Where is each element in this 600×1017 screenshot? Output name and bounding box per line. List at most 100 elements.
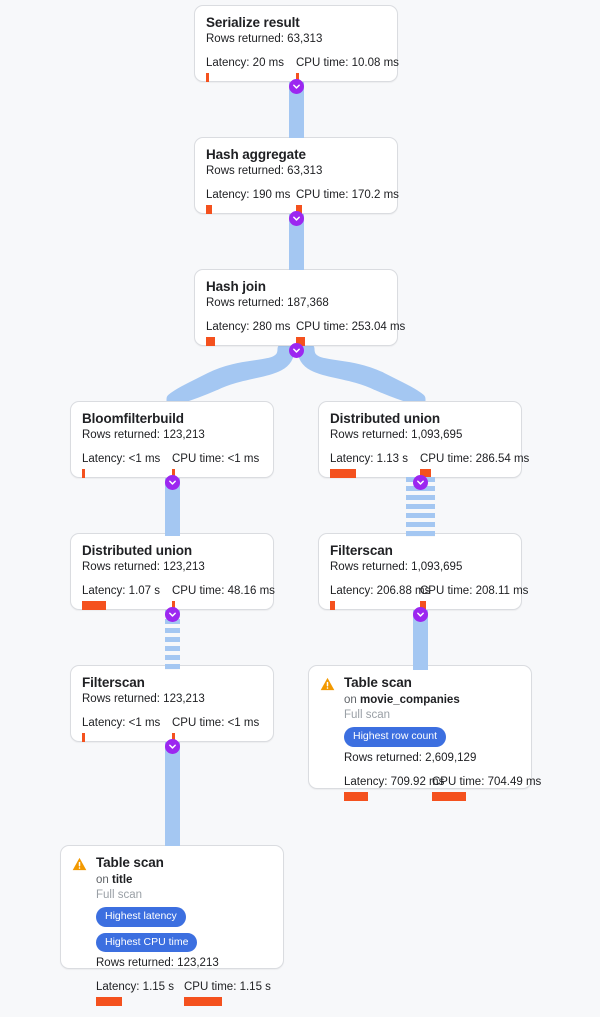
latency-metric: Latency: 1.13 s (330, 452, 420, 478)
chevron-down-icon[interactable] (165, 739, 180, 754)
metrics: Latency: 1.13 s CPU time: 286.54 ms (330, 452, 529, 478)
plan-node-filterscan-left[interactable]: Filterscan Rows returned: 123,213 Latenc… (70, 665, 274, 742)
scan-type: Full scan (96, 889, 143, 901)
plan-node-table-scan-title[interactable]: Table scan on title Full scan Highest la… (60, 845, 284, 1006)
node-body: Rows returned: 1,093,695 Latency: 206.88… (330, 560, 529, 610)
latency-label: Latency: 20 ms (206, 57, 284, 69)
cpu-metric: CPU time: 10.08 ms (296, 56, 399, 82)
latency-label: Latency: 280 ms (206, 321, 291, 333)
cpu-label: CPU time: 208.11 ms (420, 585, 529, 597)
node-header: Table scan (320, 675, 520, 691)
cpu-metric: CPU time: 704.49 ms (432, 775, 541, 801)
cpu-bar (172, 601, 175, 610)
cpu-label: CPU time: 10.08 ms (296, 57, 399, 69)
chevron-down-icon[interactable] (165, 475, 180, 490)
latency-label: Latency: 709.92 ms (344, 775, 445, 788)
chevron-down-icon[interactable] (289, 343, 304, 358)
node-title: Table scan (344, 675, 412, 690)
cpu-bar (420, 469, 431, 478)
cpu-bar (296, 73, 299, 82)
chevron-down-icon[interactable] (413, 475, 428, 490)
node-header: Filterscan (82, 675, 262, 691)
metrics: Latency: 206.88 ms CPU time: 208.11 ms (330, 584, 529, 610)
latency-bar (206, 337, 215, 346)
rows-returned: Rows returned: 63,313 (206, 33, 323, 45)
cpu-label: CPU time: <1 ms (172, 453, 260, 465)
rows-returned: Rows returned: 123,213 (82, 561, 205, 573)
latency-metric: Latency: <1 ms (82, 452, 172, 478)
metrics: Latency: 1.07 s CPU time: 48.16 ms (82, 584, 275, 610)
node-header: Distributed union (330, 411, 510, 427)
latency-bar (96, 997, 122, 1006)
chevron-down-icon[interactable] (289, 211, 304, 226)
latency-label: Latency: 1.15 s (96, 981, 174, 993)
metrics: Latency: <1 ms CPU time: <1 ms (82, 452, 262, 478)
chevron-down-icon[interactable] (413, 607, 428, 622)
cpu-metric: CPU time: 1.15 s (184, 980, 272, 1006)
latency-bar (206, 205, 212, 214)
chevron-down-icon[interactable] (289, 79, 304, 94)
plan-node-distributed-union-left[interactable]: Distributed union Rows returned: 123,213… (70, 533, 275, 610)
rows-returned: Rows returned: 2,609,129 (344, 751, 477, 764)
latency-metric: Latency: 20 ms (206, 56, 296, 82)
rows-returned: Rows returned: 1,093,695 (330, 429, 463, 441)
latency-metric: Latency: 190 ms (206, 188, 296, 214)
cpu-bar (296, 205, 302, 214)
latency-metric: Latency: <1 ms (82, 716, 172, 742)
warning-triangle-icon (72, 857, 87, 871)
latency-bar (330, 469, 356, 478)
node-body: Rows returned: 123,213 Latency: <1 ms CP… (82, 428, 262, 478)
cpu-bar (296, 337, 305, 346)
latency-label: Latency: <1 ms (82, 453, 161, 465)
latency-bar (344, 791, 368, 801)
cpu-metric: CPU time: <1 ms (172, 716, 262, 742)
node-title: Serialize result (206, 15, 300, 30)
latency-label: Latency: <1 ms (82, 717, 161, 729)
plan-node-bloomfilterbuild[interactable]: Bloomfilterbuild Rows returned: 123,213 … (70, 401, 274, 478)
plan-node-serialize-result[interactable]: Serialize result Rows returned: 63,313 L… (194, 5, 399, 82)
node-body: Rows returned: 123,213 Latency: <1 ms CP… (82, 692, 262, 742)
node-body: on title Full scan Highest latency Highe… (96, 873, 272, 1006)
latency-bar (82, 469, 85, 478)
plan-node-hash-aggregate[interactable]: Hash aggregate Rows returned: 63,313 Lat… (194, 137, 399, 214)
node-header: Hash aggregate (206, 147, 386, 163)
latency-metric: Latency: 1.07 s (82, 584, 172, 610)
metrics: Latency: 20 ms CPU time: 10.08 ms (206, 56, 399, 82)
plan-node-filterscan-right[interactable]: Filterscan Rows returned: 1,093,695 Late… (318, 533, 529, 610)
cpu-label: CPU time: <1 ms (172, 717, 260, 729)
plan-node-distributed-union-right[interactable]: Distributed union Rows returned: 1,093,6… (318, 401, 529, 478)
rows-returned: Rows returned: 123,213 (82, 429, 205, 441)
status-badge[interactable]: Highest latency (96, 907, 186, 927)
chevron-down-icon[interactable] (165, 607, 180, 622)
node-title: Filterscan (330, 543, 393, 558)
node-title: Distributed union (82, 543, 193, 558)
table-name: title (112, 874, 133, 886)
latency-metric: Latency: 280 ms (206, 320, 296, 346)
latency-metric: Latency: 709.92 ms (344, 775, 445, 801)
plan-node-table-scan-movie-companies[interactable]: Table scan on movie_companies Full scan … (308, 665, 541, 801)
node-header: Filterscan (330, 543, 510, 559)
node-header: Bloomfilterbuild (82, 411, 262, 427)
node-title: Table scan (96, 855, 164, 870)
node-body: Rows returned: 123,213 Latency: 1.07 s C… (82, 560, 275, 610)
node-header: Serialize result (206, 15, 386, 31)
cpu-bar (420, 601, 426, 610)
cpu-label: CPU time: 48.16 ms (172, 585, 275, 597)
node-title: Bloomfilterbuild (82, 411, 184, 426)
node-title: Distributed union (330, 411, 441, 426)
latency-metric: Latency: 206.88 ms (330, 584, 430, 610)
cpu-metric: CPU time: 48.16 ms (172, 584, 275, 610)
cpu-metric: CPU time: <1 ms (172, 452, 262, 478)
status-badge[interactable]: Highest CPU time (96, 932, 198, 952)
plan-node-hash-join[interactable]: Hash join Rows returned: 187,368 Latency… (194, 269, 405, 346)
warning-triangle-icon (320, 677, 335, 691)
latency-metric: Latency: 1.15 s (96, 980, 184, 1006)
cpu-metric: CPU time: 286.54 ms (420, 452, 529, 478)
latency-label: Latency: 190 ms (206, 189, 291, 201)
cpu-metric: CPU time: 253.04 ms (296, 320, 405, 346)
table-name: movie_companies (360, 694, 460, 706)
cpu-bar (172, 733, 175, 742)
status-badge[interactable]: Highest row count (344, 727, 447, 747)
node-title: Hash join (206, 279, 266, 294)
